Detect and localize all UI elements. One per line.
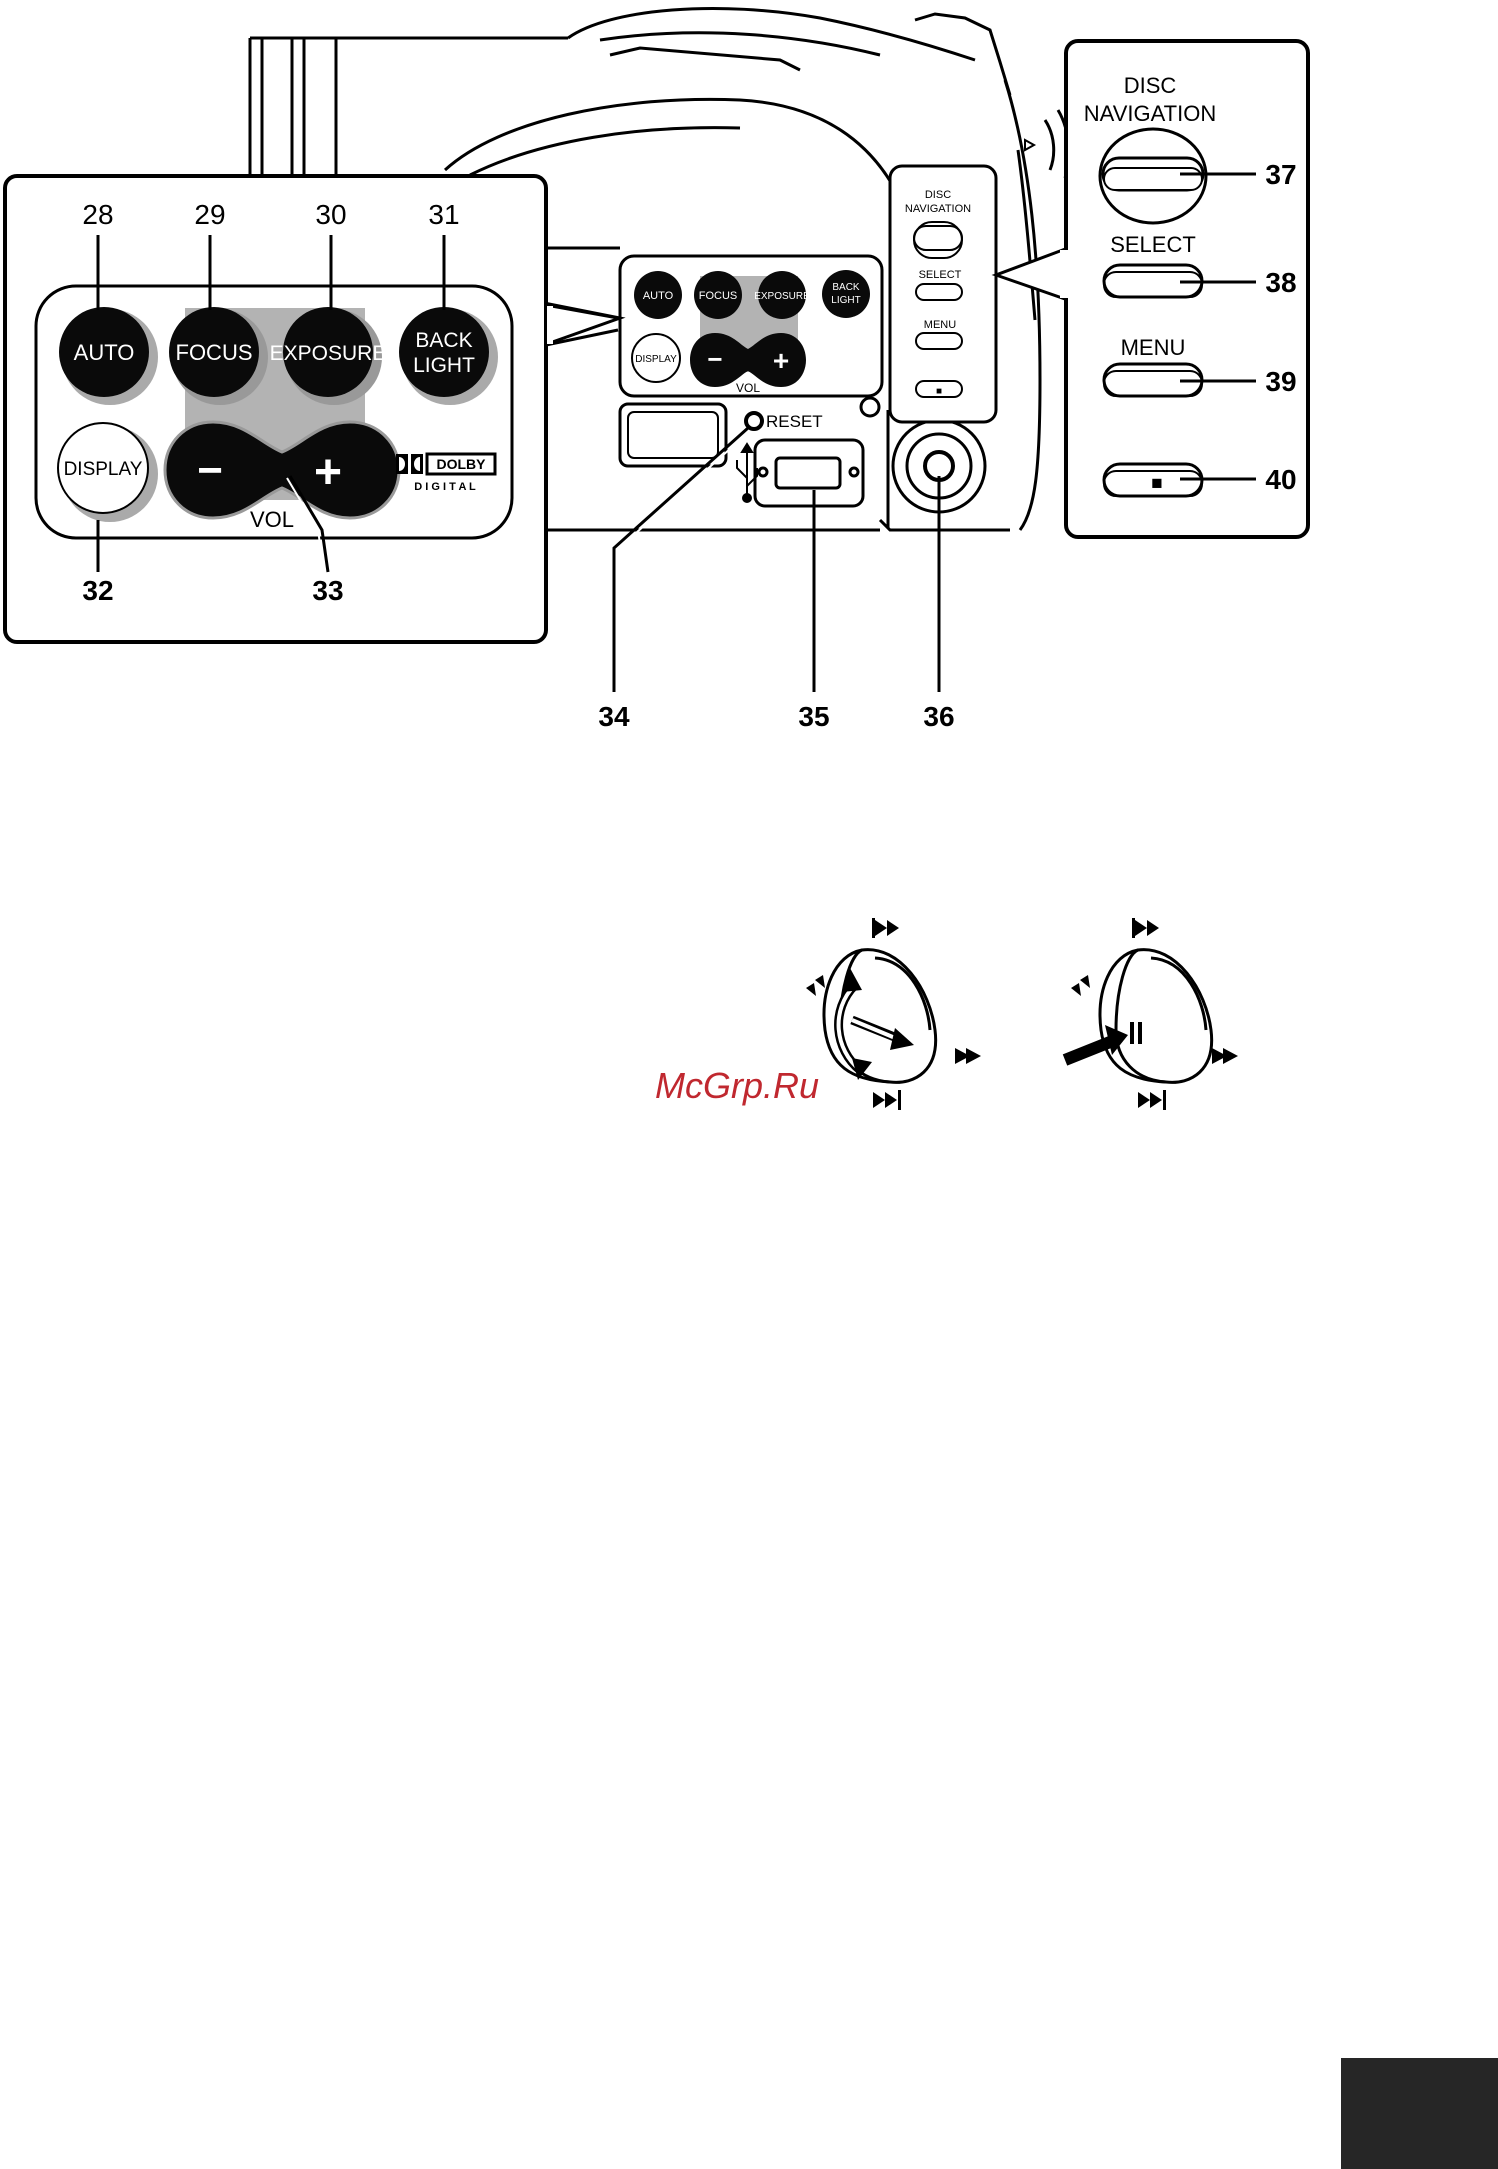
camera-display-label: DISPLAY [635,354,677,365]
reset-hole-icon[interactable] [746,413,762,429]
camera-auto-label: AUTO [643,290,674,302]
camera-navigation-label: NAVIGATION [905,203,971,215]
vol-plus-label: + [314,446,342,499]
camera-exposure-label: EXPOSURE [754,291,810,302]
callout-35: 35 [798,701,829,732]
callout-34: 34 [598,701,630,732]
stop-icon: ■ [1151,473,1162,494]
callout-31: 31 [428,199,459,230]
camera-minus-label: − [707,344,722,374]
exposure-label: EXPOSURE [270,342,387,365]
display-label: DISPLAY [64,459,143,480]
camera-disc-label: DISC [925,189,951,201]
camera-vol-label: VOL [736,381,760,395]
camera-plus-label: + [773,345,789,376]
jog-dial-press-illustration [1065,918,1238,1110]
camera-menu-strip: DISC NAVIGATION SELECT MENU ■ [890,166,996,422]
callout-33: 33 [312,575,343,606]
navigation-label: NAVIGATION [1084,101,1216,126]
camera-focus-label: FOCUS [699,290,738,302]
focus-label: FOCUS [176,340,253,365]
callout-37: 37 [1265,159,1296,190]
callout-32: 32 [82,575,113,606]
disc-label: DISC [1124,73,1177,98]
jog-dial-rotate-illustration [806,918,981,1110]
left-zoom-panel: AUTO FOCUS EXPOSURE BACK LIGHT DISPLAY −… [5,176,620,642]
dolby-label: DOLBY [437,456,487,472]
auto-label: AUTO [74,340,135,365]
callout-28: 28 [82,199,113,230]
camera-select-label: SELECT [919,269,962,281]
callout-40: 40 [1265,464,1296,495]
callout-30: 30 [315,199,346,230]
light-label: LIGHT [413,354,475,377]
watermark: McGrp.Ru [655,1065,819,1106]
right-zoom-panel: DISC NAVIGATION SELECT MENU ■ 37 38 39 4… [996,41,1308,537]
callout-38: 38 [1265,267,1296,298]
vol-minus-label: − [197,446,223,495]
callout-36: 36 [923,701,954,732]
vol-label: VOL [250,507,294,532]
back-label: BACK [415,329,472,352]
digital-label: D I G I T A L [414,481,476,493]
back-light-button[interactable] [399,307,489,397]
camera-button-cluster: AUTO FOCUS EXPOSURE BACK LIGHT DISPLAY −… [620,256,882,396]
menu-label: MENU [1121,335,1186,360]
page-corner-tab [1341,2058,1498,2169]
callout-29: 29 [194,199,225,230]
camera-menu-label: MENU [924,319,956,331]
camera-stop-label: ■ [936,386,942,397]
camera-light-label: LIGHT [831,295,860,306]
camera-back-label: BACK [832,282,860,293]
select-label: SELECT [1110,232,1196,257]
callout-39: 39 [1265,366,1296,397]
reset-label: RESET [766,412,823,431]
